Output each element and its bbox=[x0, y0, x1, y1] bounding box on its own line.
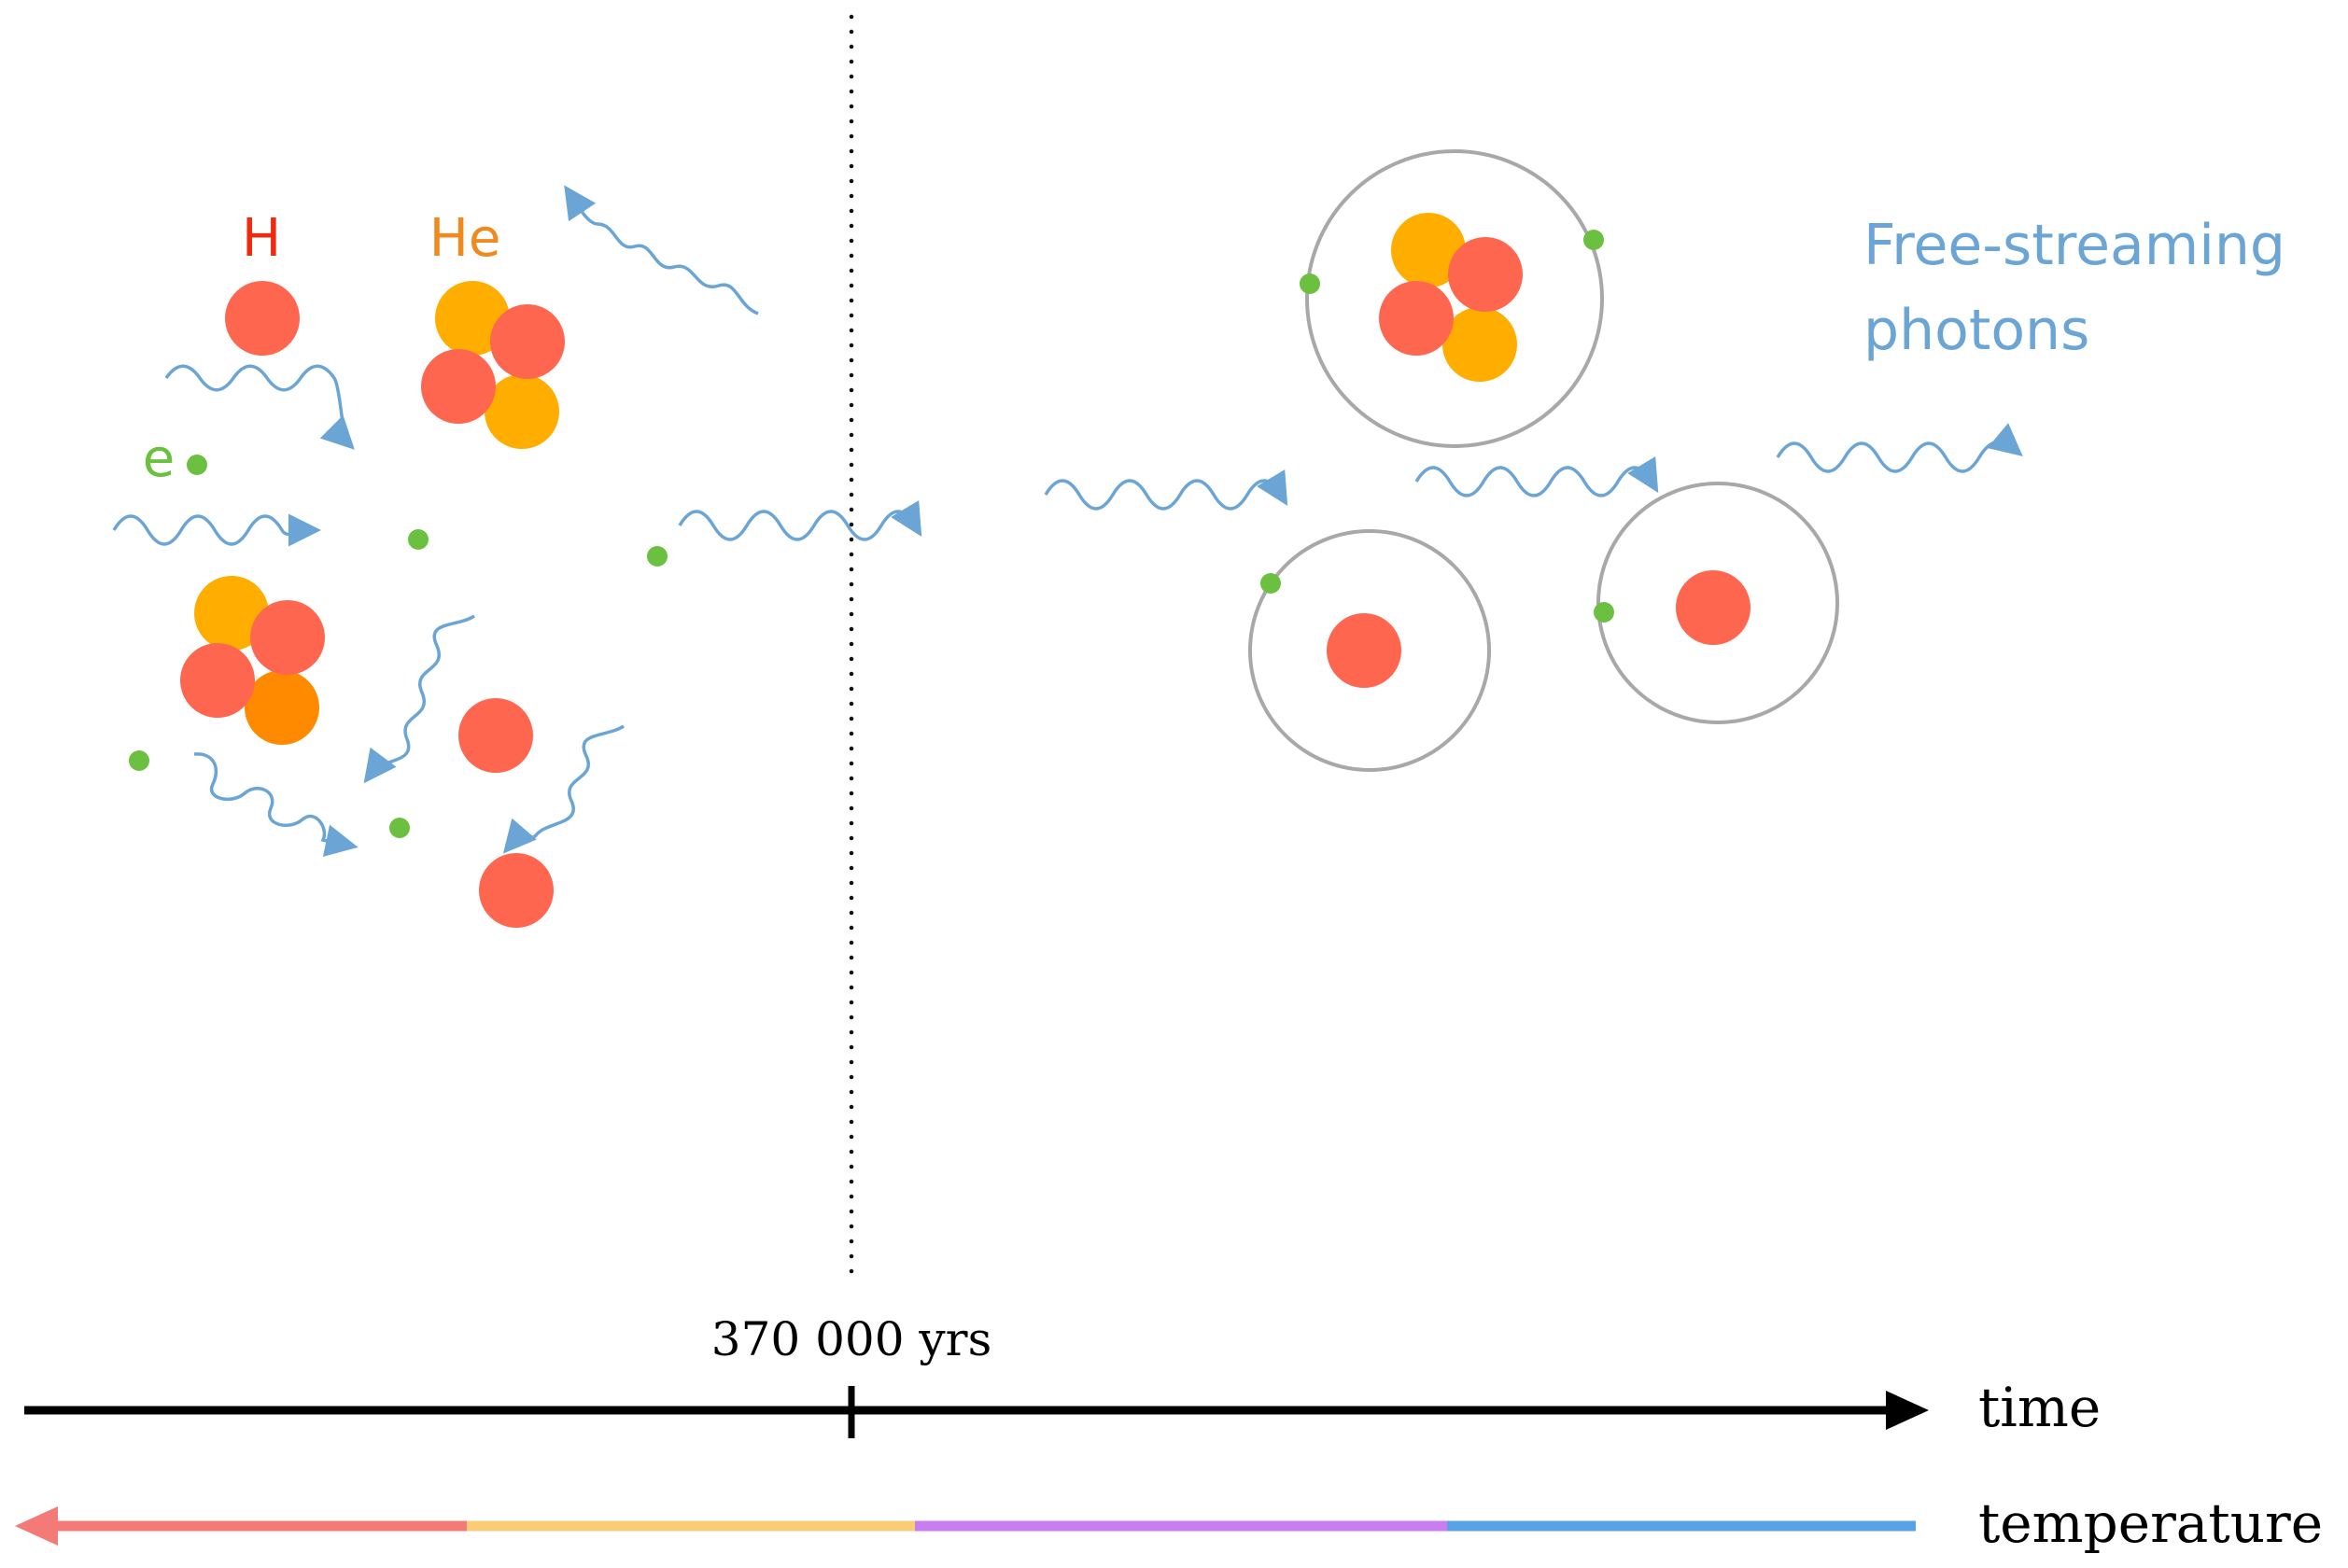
hydrogen-label: H bbox=[242, 208, 281, 269]
neutron bbox=[245, 670, 319, 745]
proton bbox=[225, 281, 300, 356]
neutron bbox=[1391, 213, 1466, 287]
time-axis: time bbox=[24, 1376, 2101, 1439]
time-arrowhead-icon bbox=[1886, 1391, 1929, 1430]
helium-nucleus bbox=[180, 576, 325, 745]
photon bbox=[502, 724, 625, 854]
temperature-axis: temperature bbox=[15, 1491, 2323, 1555]
photon bbox=[564, 185, 759, 315]
photon bbox=[678, 499, 922, 541]
photon bbox=[1776, 423, 2023, 473]
proton bbox=[1327, 613, 1401, 688]
electron bbox=[408, 529, 429, 550]
photon bbox=[363, 614, 475, 784]
hydrogen-atom bbox=[1248, 529, 1491, 772]
proton bbox=[1676, 570, 1750, 645]
photon bbox=[164, 364, 355, 451]
electron bbox=[389, 818, 410, 838]
helium-nucleus bbox=[421, 281, 565, 449]
free-streaming-label-line1: Free-streaming bbox=[1863, 213, 2285, 278]
proton bbox=[490, 304, 565, 379]
proton bbox=[458, 698, 533, 773]
photon bbox=[112, 513, 321, 547]
neutral-region: Free-streaming photons bbox=[1044, 149, 2285, 772]
photon bbox=[193, 752, 359, 857]
photon bbox=[1044, 469, 1288, 511]
temperature-axis-label: temperature bbox=[1978, 1491, 2323, 1555]
plasma-region: H He e bbox=[112, 185, 922, 928]
neutron bbox=[485, 374, 559, 449]
neutron bbox=[1442, 307, 1517, 382]
orbit bbox=[1305, 149, 1604, 448]
proton bbox=[479, 853, 554, 928]
neutron bbox=[194, 576, 269, 651]
proton bbox=[1379, 281, 1454, 356]
electron bbox=[1260, 573, 1281, 594]
electron bbox=[1594, 602, 1614, 623]
electron bbox=[187, 455, 207, 475]
electron bbox=[1583, 230, 1604, 250]
orbit bbox=[1248, 529, 1491, 772]
electron bbox=[647, 546, 668, 567]
temperature-arrowhead-icon bbox=[15, 1506, 58, 1546]
free-streaming-label-line2: photons bbox=[1863, 298, 2089, 363]
orbit bbox=[1596, 482, 1839, 724]
epoch-label: 370 000 yrs bbox=[711, 1312, 991, 1366]
proton bbox=[421, 349, 496, 424]
proton bbox=[1448, 237, 1523, 312]
proton bbox=[180, 643, 255, 718]
electron-label: e bbox=[143, 428, 175, 489]
hydrogen-atom bbox=[1594, 482, 1839, 724]
electron bbox=[129, 750, 149, 771]
photon bbox=[1414, 455, 1659, 497]
time-axis-label: time bbox=[1978, 1376, 2101, 1439]
proton bbox=[250, 600, 325, 675]
helium-atom bbox=[1300, 149, 1604, 448]
helium-label: He bbox=[429, 208, 501, 269]
electron bbox=[1300, 273, 1320, 294]
